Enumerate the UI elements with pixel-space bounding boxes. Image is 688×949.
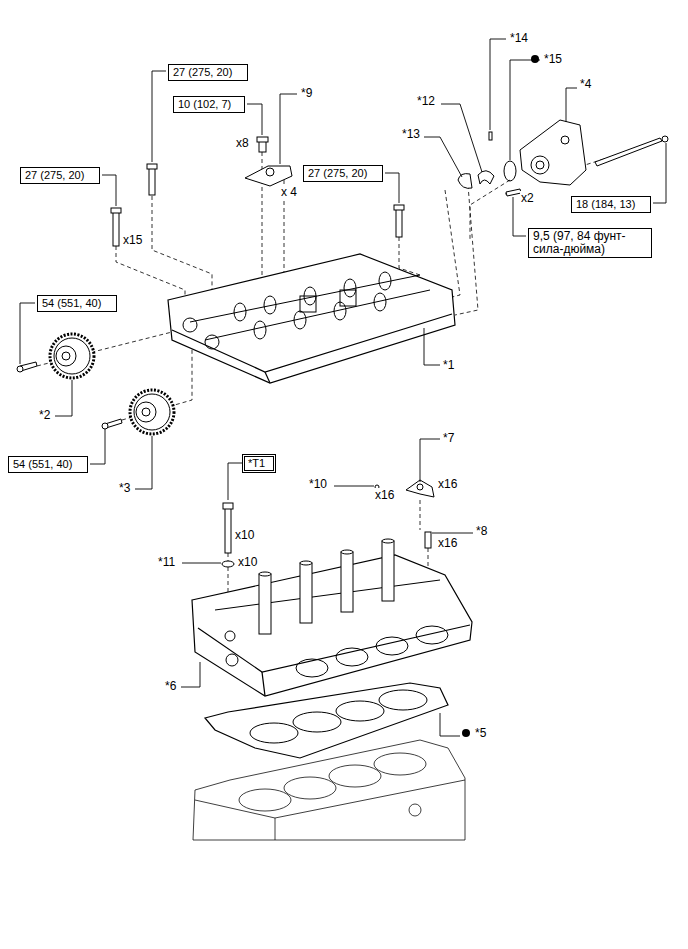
bolts: [17, 136, 668, 567]
quantity-label: x15: [122, 233, 143, 247]
callout-number: *9: [300, 86, 313, 100]
torque-value: 9,5 (97, 84 фунт-сила-дюйма): [533, 229, 626, 256]
torque-value: 27 (275, 20): [173, 66, 232, 78]
callout-number: *13: [401, 127, 421, 141]
callout-number: *10: [308, 477, 328, 491]
callout-number: *4: [579, 77, 592, 91]
dashed-assembly-lines: [37, 140, 664, 610]
tool-reference-box: *T1: [242, 454, 276, 473]
torque-spec-box: 18 (184, 13): [571, 196, 651, 213]
new-part-dots: [462, 55, 539, 737]
quantity-label: x16: [437, 536, 458, 550]
callout-number: *6: [164, 679, 177, 693]
quantity-label: x10: [237, 555, 258, 569]
torque-value: 27 (275, 20): [308, 167, 367, 179]
torque-spec-box: 10 (102, 7): [173, 96, 245, 113]
torque-value: 18 (184, 13): [576, 198, 635, 210]
torque-spec-box: 27 (275, 20): [20, 167, 100, 184]
camshaft-housing: [168, 254, 455, 383]
torque-spec-box: 9,5 (97, 84 фунт-сила-дюйма): [528, 228, 652, 258]
torque-value: 27 (275, 20): [25, 169, 84, 181]
torque-spec-box: 27 (275, 20): [303, 165, 383, 182]
callout-number: *1: [442, 358, 455, 372]
torque-spec-box: 27 (275, 20): [168, 64, 248, 81]
callout-number: *15: [543, 52, 563, 66]
quantity-label: x 4: [280, 185, 298, 199]
torque-value: 10 (102, 7): [178, 98, 231, 110]
camshaft-timing-gears: [50, 334, 174, 434]
torque-value: 54 (551, 40): [13, 458, 72, 470]
torque-value: 54 (551, 40): [42, 297, 101, 309]
callout-number: *8: [475, 524, 488, 538]
callout-number: *12: [416, 94, 436, 108]
callout-number: *7: [442, 431, 455, 445]
callout-number: *3: [118, 481, 131, 495]
leader-lines: [18, 39, 666, 736]
cylinder-head: [192, 539, 472, 696]
callout-number: *11: [157, 555, 176, 569]
quantity-label: x10: [234, 528, 255, 542]
quantity-label: x8: [235, 136, 250, 150]
cylinder-block: [193, 740, 465, 840]
quantity-label: x16: [437, 477, 458, 491]
torque-value: *T1: [248, 457, 265, 469]
small-parts: [245, 120, 586, 497]
callout-number: *14: [509, 31, 529, 45]
callout-number: *5: [474, 726, 487, 740]
quantity-label: x2: [520, 191, 535, 205]
quantity-label: x16: [374, 488, 395, 502]
torque-spec-box: 54 (551, 40): [8, 456, 88, 473]
callout-number: *2: [38, 408, 51, 422]
torque-spec-box: 54 (551, 40): [37, 295, 117, 312]
